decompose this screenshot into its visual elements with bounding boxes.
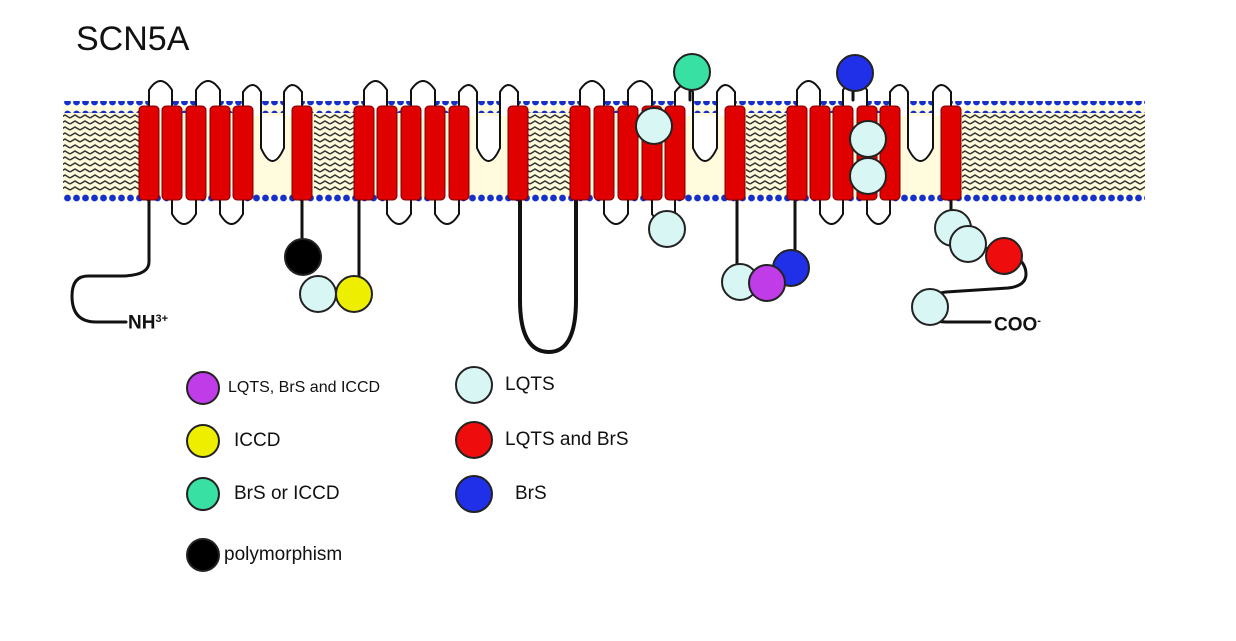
transmembrane-helices <box>138 105 962 201</box>
lipid-tails-domain-1-2 <box>314 112 354 192</box>
polymorphism-swatch <box>186 538 220 572</box>
legend-item-iccd: ICCD <box>186 424 280 458</box>
lqts-marker <box>648 210 686 248</box>
domain-1-helix-s1 <box>138 105 160 201</box>
brs-swatch <box>455 475 493 513</box>
legend-label: BrS <box>515 483 547 504</box>
domain-4-helix-s2 <box>809 105 831 201</box>
domain-2-helix-s3 <box>400 105 422 201</box>
domain-1-helix-s4 <box>209 105 231 201</box>
lqts-and-brs-swatch <box>455 421 493 459</box>
legend-item-lqts-and-brs: LQTS and BrS <box>455 421 629 459</box>
domain-4-pore-loop <box>889 84 952 162</box>
lqts-marker <box>849 157 887 195</box>
lqts-brs-iccd-marker <box>748 264 786 302</box>
domain-4-helix-s1 <box>786 105 808 201</box>
brs-or-iccd-marker <box>673 53 711 91</box>
domain-2-helix-s6 <box>507 105 529 201</box>
mutation-markers <box>284 53 1023 326</box>
n-terminus-text: NH <box>128 312 156 334</box>
lqts-marker <box>299 275 337 313</box>
linker-2-3-loop <box>518 196 578 355</box>
domain-1-helix-s5 <box>232 105 254 201</box>
domain-2-helix-s5 <box>448 105 470 201</box>
brs-marker <box>836 54 874 92</box>
legend-item-polymorphism: polymorphism <box>186 538 342 572</box>
iccd-swatch <box>186 424 220 458</box>
legend-label: LQTS, BrS and ICCD <box>228 379 381 396</box>
lipid-tails-domain-3-4 <box>746 112 786 192</box>
legend-label: BrS or ICCD <box>234 483 340 504</box>
domain-2-helix-s1 <box>353 105 375 201</box>
c-terminus-text: COO <box>994 314 1038 336</box>
lipid-tails-left <box>63 112 141 192</box>
lqts-and-brs-marker <box>985 237 1023 275</box>
lqts-marker <box>849 120 887 158</box>
lqts-brs-iccd-swatch <box>186 371 220 405</box>
domain-3-helix-s3 <box>617 105 639 201</box>
n-terminus-tail <box>70 196 151 324</box>
legend-item-brs-or-iccd: BrS or ICCD <box>186 477 340 511</box>
n-terminus-charge: 3+ <box>155 313 168 325</box>
domain-2-pore-loop <box>458 84 519 162</box>
legend-item-lqts-brs-iccd: LQTS, BrS and ICCD <box>186 371 380 405</box>
lipid-tails-right <box>962 112 1145 192</box>
domain-3-helix-s6 <box>724 105 746 201</box>
domain-3-helix-s2 <box>593 105 615 201</box>
c-terminus-charge: - <box>1037 315 1041 327</box>
legend-label: polymorphism <box>224 544 343 565</box>
lqts-swatch <box>455 366 493 404</box>
c-terminus-label: COO- <box>994 314 1041 336</box>
polymorphism-marker <box>284 238 322 276</box>
legend-label: LQTS <box>505 374 555 395</box>
domain-1-helix-s6 <box>291 105 313 201</box>
domain-2-helix-s2 <box>376 105 398 201</box>
page-title: SCN5A <box>76 20 190 58</box>
lipid-tails-domain-2-3 <box>528 112 570 192</box>
domain-3-helix-s1 <box>569 105 591 201</box>
legend-label: LQTS and BrS <box>505 429 629 450</box>
lqts-marker <box>635 107 673 145</box>
domain-1-pore-loop <box>242 84 303 162</box>
legend-label: ICCD <box>234 430 281 451</box>
domain-4-helix-s6 <box>940 105 962 201</box>
domain-2-helix-s4 <box>424 105 446 201</box>
iccd-marker <box>335 275 373 313</box>
lqts-marker <box>911 288 949 326</box>
domain-1-helix-s2 <box>161 105 183 201</box>
legend-item-lqts: LQTS <box>455 366 555 404</box>
domain-1-helix-s3 <box>185 105 207 201</box>
legend-item-brs: BrS <box>455 475 547 513</box>
brs-or-iccd-swatch <box>186 477 220 511</box>
lqts-marker <box>949 225 987 263</box>
domain-4-helix-s3 <box>832 105 854 201</box>
n-terminus-label: NH3+ <box>128 312 168 334</box>
